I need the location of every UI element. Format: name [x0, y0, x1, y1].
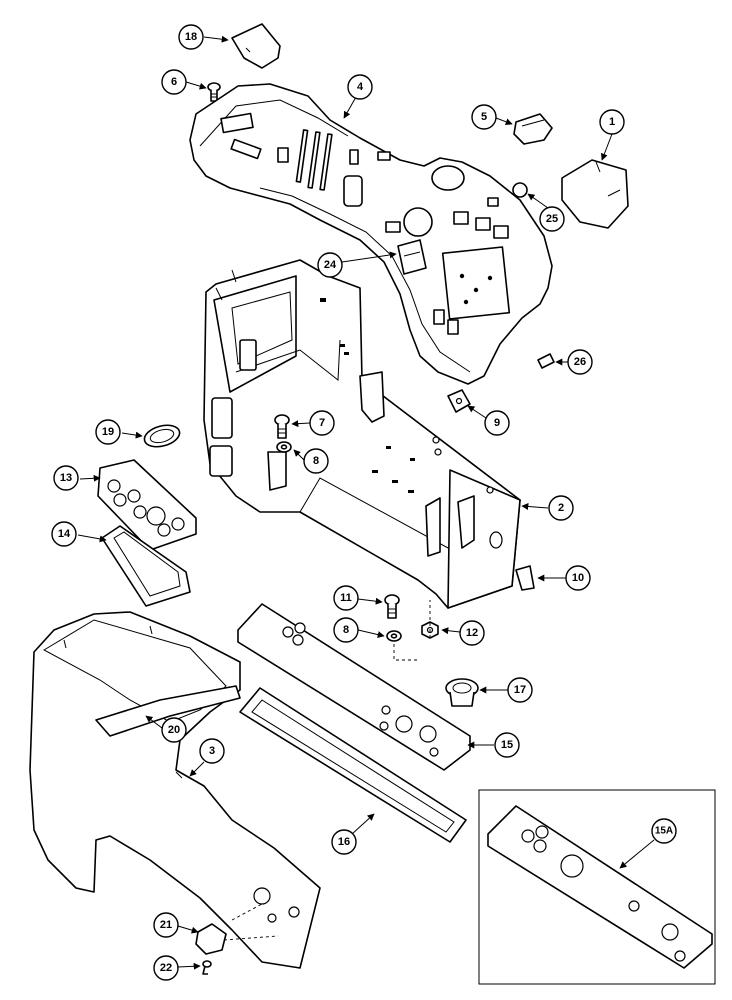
callout-1-label: 1	[609, 116, 615, 128]
callout-13-label: 13	[60, 472, 72, 484]
callout-5-label: 5	[481, 111, 487, 123]
callout-26: 26	[567, 349, 593, 375]
callout-6: 6	[161, 69, 187, 95]
part-17-bung	[445, 678, 479, 707]
callout-13: 13	[53, 465, 79, 491]
callout-4-label: 4	[357, 81, 364, 93]
part-9-clip	[447, 389, 471, 413]
callout-24-label: 24	[324, 259, 337, 271]
callout-19-label: 19	[102, 426, 114, 438]
callout-9-label: 9	[494, 417, 500, 429]
callout-7-label: 7	[319, 417, 325, 429]
part-14-gasket	[101, 525, 191, 607]
callout-15A: 15A	[651, 818, 677, 844]
callout-26-label: 26	[574, 356, 586, 368]
part-3-lower-shroud	[29, 611, 321, 969]
callout-11: 11	[333, 585, 359, 611]
callout-9: 9	[484, 410, 510, 436]
callout-15-label: 15	[501, 739, 513, 751]
callout-21-label: 21	[160, 919, 172, 931]
part-7-bolt	[274, 414, 290, 439]
callout-14: 14	[51, 521, 77, 547]
part-25-knob	[512, 182, 528, 198]
callout-2: 2	[548, 495, 574, 521]
part-18-cover	[231, 23, 281, 69]
callout-22: 22	[153, 955, 179, 981]
callout-18: 18	[178, 24, 204, 50]
inset-box-15A	[478, 789, 716, 985]
callout-6-label: 6	[171, 76, 177, 88]
part-6-screw	[207, 82, 221, 102]
callout-19: 19	[95, 419, 121, 445]
callout-8-lower: 8	[333, 617, 359, 643]
callout-2-label: 2	[558, 502, 564, 514]
callout-25: 25	[539, 206, 565, 232]
callout-25-label: 25	[546, 213, 558, 225]
part-22-screw	[202, 960, 212, 975]
callout-10-label: 10	[572, 572, 584, 584]
part-11-bolt	[384, 594, 400, 619]
part-8-washer-upper	[276, 441, 292, 453]
part-21-knob	[195, 923, 227, 955]
callout-1: 1	[599, 109, 625, 135]
callout-5: 5	[471, 104, 497, 130]
callout-17-label: 17	[514, 684, 526, 696]
part-24-switch	[397, 239, 427, 275]
part-1-panel-cover	[561, 159, 629, 229]
part-5-rocker	[513, 113, 553, 145]
callout-22-label: 22	[160, 962, 172, 974]
callout-12: 12	[459, 620, 485, 646]
part-8-washer-lower	[386, 630, 402, 642]
callout-8-lower-label: 8	[343, 624, 349, 636]
part-13-gate-plate	[97, 459, 197, 551]
part-16-gasket	[239, 687, 467, 843]
callout-20-label: 20	[168, 724, 180, 736]
part-26-pin	[537, 353, 555, 369]
callout-11-label: 11	[340, 592, 352, 604]
callout-8-upper-label: 8	[313, 455, 319, 467]
callout-8-upper: 8	[303, 448, 329, 474]
callout-21: 21	[153, 912, 179, 938]
callout-4: 4	[347, 74, 373, 100]
callout-3-label: 3	[209, 745, 215, 757]
part-10-clip	[515, 565, 535, 591]
callout-12-label: 12	[466, 627, 478, 639]
callout-17: 17	[507, 677, 533, 703]
callout-15A-label: 15A	[655, 826, 673, 837]
leader-lines	[77, 35, 655, 970]
part-15-plate	[237, 603, 471, 771]
callout-15: 15	[494, 732, 520, 758]
callout-7: 7	[309, 410, 335, 436]
callout-3: 3	[199, 738, 225, 764]
callout-20: 20	[161, 717, 187, 743]
part-2-console-frame	[203, 259, 521, 609]
callout-10: 10	[565, 565, 591, 591]
callout-24: 24	[317, 252, 343, 278]
callout-14-label: 14	[58, 528, 71, 540]
callout-16: 16	[331, 829, 357, 855]
part-19-grommet	[143, 424, 181, 448]
callout-16-label: 16	[338, 836, 350, 848]
callout-18-label: 18	[185, 31, 197, 43]
